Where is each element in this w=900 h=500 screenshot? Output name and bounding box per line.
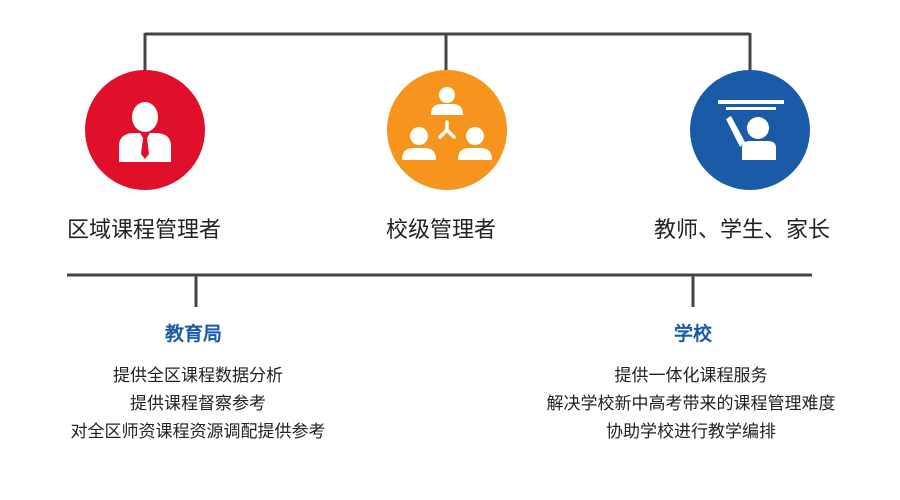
benefit-list-bureau: 提供全区课程数据分析 提供课程督察参考 对全区师资课程资源调配提供参考 xyxy=(0,362,413,446)
role-label-district: 区域课程管理者 xyxy=(67,218,222,243)
benefit-list-school: 提供一体化课程服务 解决学校新中高考带来的课程管理难度 协助学校进行教学编排 xyxy=(476,362,900,446)
teacher-at-board-icon xyxy=(690,70,810,190)
role-label-school: 校级管理者 xyxy=(386,218,497,243)
list-item: 提供课程督察参考 xyxy=(130,394,266,414)
list-item: 协助学校进行教学编排 xyxy=(606,422,776,442)
group-title-school: 学校 xyxy=(674,323,713,345)
list-item: 提供一体化课程服务 xyxy=(614,366,768,386)
role-circle-school xyxy=(387,70,507,190)
role-label-teacher: 教师、学生、家长 xyxy=(654,218,831,243)
list-item: 提供全区课程数据分析 xyxy=(113,366,283,386)
hierarchy-group-icon xyxy=(387,70,507,190)
administrator-icon xyxy=(85,70,205,190)
list-item: 解决学校新中高考带来的课程管理难度 xyxy=(546,394,836,414)
list-item: 对全区师资课程资源调配提供参考 xyxy=(70,422,326,442)
role-circle-district xyxy=(85,70,205,190)
group-title-bureau: 教育局 xyxy=(165,323,223,345)
role-circle-teacher xyxy=(690,70,810,190)
